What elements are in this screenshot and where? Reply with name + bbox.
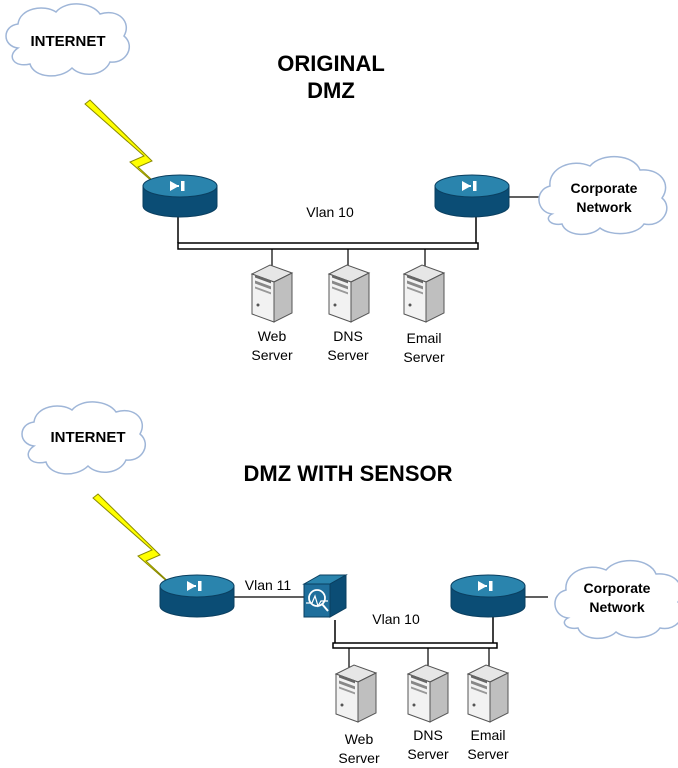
router-icon-corporate-top (434, 174, 510, 218)
internet-cloud-bottom: INTERNET (21, 401, 146, 475)
server-web-line1-top: Web (258, 328, 287, 344)
internet-label-bottom: INTERNET (51, 429, 126, 446)
server-icon-dns-bottom (407, 664, 449, 723)
bus-vlan10-bottom (332, 642, 498, 649)
server-dns-line2-top: Server (327, 347, 369, 363)
server-icon-dns-top (328, 264, 370, 323)
server-web-line1-bottom: Web (345, 731, 374, 747)
corporate-cloud-top: Corporate Network (538, 155, 668, 236)
server-email-line1-top: Email (406, 330, 441, 346)
server-dns-line1-bottom: DNS (413, 727, 443, 743)
server-icon-email-top (403, 264, 445, 323)
vlan11-label-bottom: Vlan 11 (245, 577, 292, 593)
internet-cloud-top: INTERNET (5, 3, 130, 77)
title-line2-top: DMZ (307, 78, 355, 103)
vlan10-label-top: Vlan 10 (306, 204, 354, 220)
server-dns-line2-bottom: Server (407, 746, 449, 762)
bus-vlan10-top (177, 242, 479, 250)
server-email-line1-bottom: Email (470, 727, 505, 743)
corporate-label1-bottom: Corporate (584, 580, 651, 596)
vlan10-label-bottom: Vlan 10 (372, 611, 420, 627)
top-diagram: INTERNET ORIGINAL DMZ Vlan 10 Corporate … (5, 3, 668, 365)
title-bottom: DMZ WITH SENSOR (244, 461, 453, 486)
server-dns-line1-top: DNS (333, 328, 363, 344)
router-icon-corporate-bottom (450, 574, 526, 618)
server-email-line2-top: Server (403, 349, 445, 365)
corporate-label2-top: Network (576, 199, 631, 215)
corporate-label1-top: Corporate (571, 180, 638, 196)
corporate-label2-bottom: Network (589, 599, 644, 615)
router-icon-internet-bottom (159, 574, 235, 618)
server-icon-email-bottom (467, 664, 509, 723)
server-email-line2-bottom: Server (467, 746, 509, 762)
title-line1-top: ORIGINAL (277, 51, 385, 76)
router-icon-internet-top (142, 174, 218, 218)
server-icon-web-bottom (335, 664, 377, 723)
ids-sensor-icon (302, 574, 348, 618)
corporate-cloud-bottom: Corporate Network (554, 559, 678, 640)
internet-label-top: INTERNET (31, 33, 106, 50)
server-web-line2-top: Server (251, 347, 293, 363)
bottom-diagram: INTERNET DMZ WITH SENSOR Vlan 11 Vlan 10 (21, 401, 678, 766)
server-web-line2-bottom: Server (338, 750, 380, 766)
server-icon-web-top (251, 264, 293, 323)
